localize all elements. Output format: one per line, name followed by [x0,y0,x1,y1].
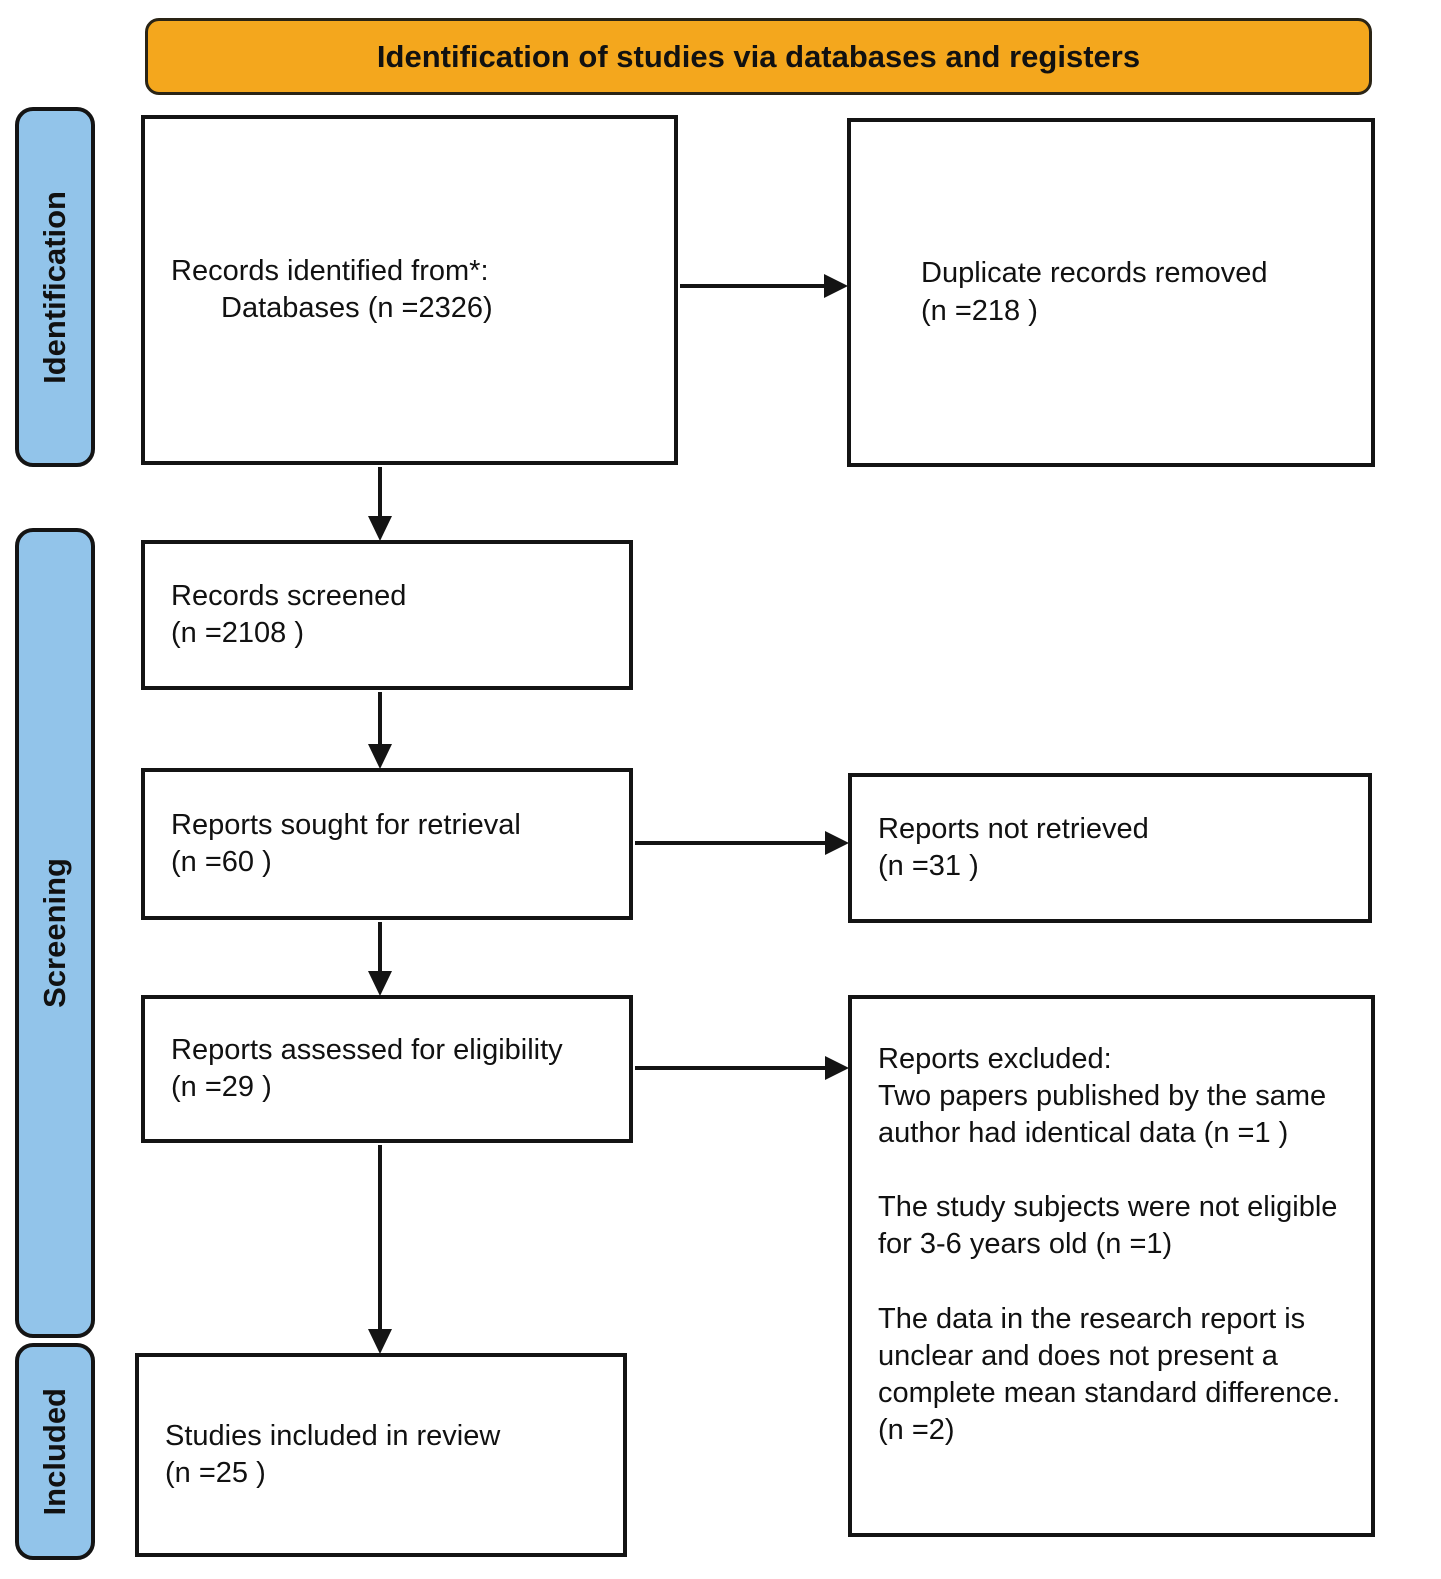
box-reports-excluded-reason-2: The study subjects were not eligible for… [878,1191,1338,1261]
arrowhead-assessed-to-included [368,1329,392,1354]
box-reports-sought-for-retrieval: Reports sought for retrieval (n =60 ) [141,768,633,920]
box-reports-assessed-for-eligibility: Reports assessed for eligibility (n =29 … [141,995,633,1143]
arrowhead-sought-to-not-retrieved [825,831,849,855]
box-records-identified: Records identified from*: Databases (n =… [141,115,678,465]
stage-label-included: Included [15,1343,95,1560]
box-reports-not-retrieved-line-2: (n =31 ) [878,850,979,882]
arrowhead-screened-to-sought [368,744,392,769]
box-reports-assessed-line-2: (n =29 ) [171,1071,272,1103]
box-studies-included-line-1: Studies included in review [165,1419,501,1452]
box-records-identified-line-2: Databases (n =2326) [221,292,493,324]
header-title: Identification of studies via databases … [376,38,1141,74]
box-reports-excluded: Reports excluded: Two papers published b… [848,995,1375,1537]
header-banner: Identification of studies via databases … [145,18,1372,95]
box-reports-sought-line-1: Reports sought for retrieval [171,808,521,841]
stage-label-identification: Identification [15,107,95,467]
stage-label-screening: Screening [15,528,95,1338]
stage-label-identification-text: Identification [37,190,72,384]
box-reports-sought-line-2: (n =60 ) [171,846,272,878]
arrowhead-assessed-to-excluded [825,1056,849,1080]
box-reports-not-retrieved: Reports not retrieved (n =31 ) [848,773,1372,923]
box-reports-excluded-title: Reports excluded: [878,1043,1112,1075]
box-studies-included-line-2: (n =25 ) [165,1457,266,1489]
box-duplicate-records-removed: Duplicate records removed (n =218 ) [847,118,1375,467]
box-records-screened-line-2: (n =2108 ) [171,617,305,649]
box-records-screened: Records screened (n =2108 ) [141,540,633,690]
box-reports-excluded-reason-1: Two papers published by the same author … [878,1080,1327,1150]
box-reports-excluded-reason-3: The data in the research report is uncle… [878,1302,1341,1446]
box-records-identified-line-1: Records identified from*: [171,254,489,287]
box-duplicate-records-removed-line-2: (n =218 ) [921,294,1038,327]
stage-label-screening-text: Screening [37,858,72,1008]
stage-label-included-text: Included [37,1387,72,1516]
box-studies-included-in-review: Studies included in review (n =25 ) [135,1353,627,1557]
box-reports-not-retrieved-line-1: Reports not retrieved [878,812,1149,845]
arrowhead-identified-to-screened [368,516,392,541]
box-records-screened-line-1: Records screened [171,579,407,612]
arrowhead-identified-to-duplicates [824,274,848,298]
box-duplicate-records-removed-line-1: Duplicate records removed [921,257,1268,290]
arrowhead-sought-to-assessed [368,971,392,996]
box-reports-assessed-line-1: Reports assessed for eligibility [171,1033,563,1066]
